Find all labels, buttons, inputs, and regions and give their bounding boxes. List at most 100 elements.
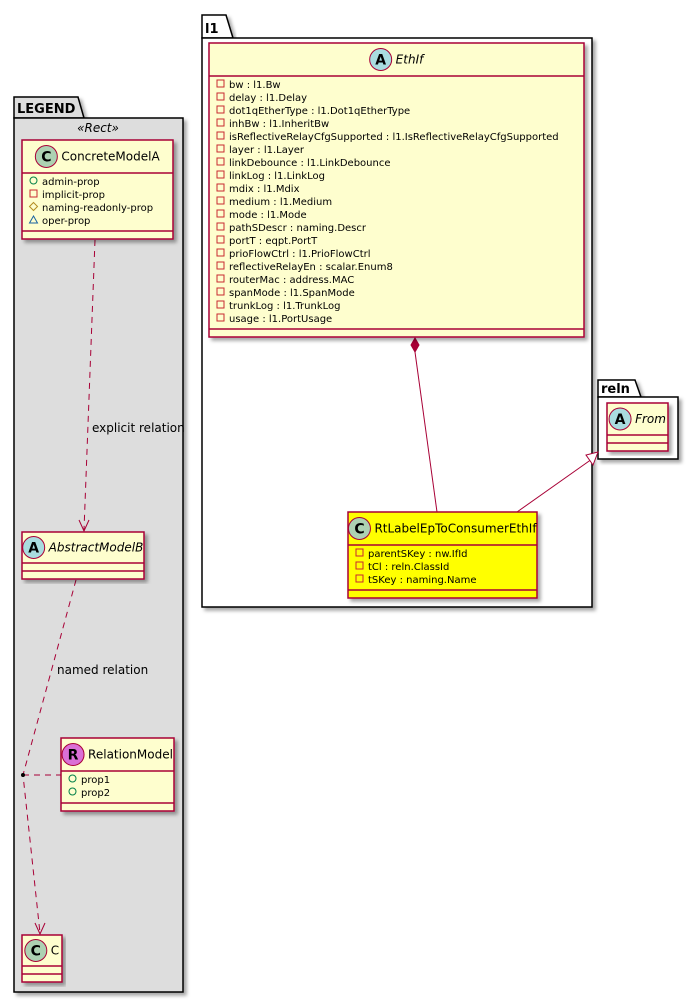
svg-text:C: C <box>354 522 364 538</box>
attribute-row: trunkLog : l1.TrunkLog <box>216 300 340 312</box>
attribute-row: inhBw : l1.InheritBw <box>216 118 329 130</box>
visibility-private-icon <box>216 235 225 244</box>
attribute-text: routerMac : address.MAC <box>229 275 354 286</box>
attribute-row: mdix : l1.Mdix <box>216 183 300 195</box>
attribute-text: pathSDescr : naming.Descr <box>229 223 367 234</box>
visibility-private-icon <box>216 261 225 270</box>
attribute-text: usage : l1.PortUsage <box>229 314 332 325</box>
visibility-private-icon <box>216 144 225 153</box>
attribute-text: layer : l1.Layer <box>229 145 305 156</box>
generalization-edge <box>516 451 599 513</box>
visibility-private-icon <box>355 561 364 570</box>
attribute-text: medium : l1.Medium <box>229 197 332 208</box>
visibility-private-icon <box>216 274 225 283</box>
attribute-row: reflectiveRelayEn : scalar.Enum8 <box>216 261 393 273</box>
class-from[interactable]: A From <box>606 402 669 452</box>
visibility-package-icon <box>28 214 39 224</box>
visibility-private-icon <box>216 105 225 114</box>
class-name: RelationModel <box>88 748 173 762</box>
class-type-c-icon: C <box>24 939 48 962</box>
visibility-private-icon <box>216 222 225 231</box>
visibility-private-icon <box>216 170 225 179</box>
class-name: C <box>51 944 59 958</box>
class-name: From <box>635 412 666 426</box>
visibility-public-icon <box>68 774 77 783</box>
attribute-row: isReflectiveRelayCfgSupported : l1.IsRef… <box>216 131 559 143</box>
class-name: RtLabelEpToConsumerEthIf <box>374 522 537 536</box>
visibility-private-icon <box>216 313 225 322</box>
attribute-row: pathSDescr : naming.Descr <box>216 222 367 234</box>
visibility-private-icon <box>216 300 225 309</box>
svg-text:A: A <box>28 541 39 557</box>
visibility-private-icon <box>216 248 225 257</box>
svg-text:A: A <box>615 412 626 428</box>
attribute-text: mdix : l1.Mdix <box>229 184 300 195</box>
class-type-a-icon: A <box>608 407 632 431</box>
visibility-private-icon <box>216 79 225 88</box>
attribute-row: tCl : reln.ClassId <box>355 561 449 573</box>
attribute-text: reflectiveRelayEn : scalar.Enum8 <box>229 262 393 273</box>
attribute-row: layer : l1.Layer <box>216 144 305 156</box>
visibility-private-icon <box>216 118 225 127</box>
visibility-private-icon <box>216 92 225 101</box>
visibility-private-icon <box>216 183 225 192</box>
class-name: AbstractModelB <box>48 541 144 555</box>
attribute-row: linkDebounce : l1.LinkDebounce <box>216 157 391 169</box>
attribute-row: routerMac : address.MAC <box>216 274 354 286</box>
attribute-text: bw : l1.Bw <box>229 80 281 91</box>
visibility-private-icon <box>216 157 225 166</box>
attribute-text: spanMode : l1.SpanMode <box>229 288 355 299</box>
named-relation-label: named relation <box>57 663 148 677</box>
composition-edge <box>410 336 438 513</box>
class-rtlabel[interactable]: C RtLabelEpToConsumerEthIf parentSKey : nw… <box>347 511 538 599</box>
attribute-row: bw : l1.Bw <box>216 79 281 91</box>
explicit-relation-edge <box>78 239 96 533</box>
visibility-public-icon <box>29 176 38 185</box>
package-name: reln <box>601 382 630 397</box>
edges: explicit relation named relation <box>21 239 599 936</box>
attribute-row: prioFlowCtrl : l1.PrioFlowCtrl <box>216 248 371 260</box>
attribute-text: prop2 <box>81 788 110 799</box>
attribute-text: admin-prop <box>42 177 100 188</box>
package-name: LEGEND <box>17 102 76 117</box>
class-type-r-icon: R <box>61 743 85 766</box>
attribute-row: medium : l1.Medium <box>216 196 332 208</box>
attribute-text: naming-readonly-prop <box>42 203 153 214</box>
visibility-protected-icon <box>28 201 39 212</box>
visibility-private-icon <box>355 548 364 557</box>
attribute-text: parentSKey : nw.IfId <box>368 549 468 560</box>
attribute-row: tSKey : naming.Name <box>355 574 476 586</box>
attribute-text: portT : eqpt.PortT <box>229 236 318 247</box>
attribute-row: usage : l1.PortUsage <box>216 313 332 325</box>
class-type-a-icon: A <box>369 48 393 71</box>
attribute-text: prop1 <box>81 775 110 786</box>
class-type-a-icon: A <box>22 536 46 559</box>
attribute-text: dot1qEtherType : l1.Dot1qEtherType <box>229 106 410 117</box>
class-type-c-icon: C <box>34 145 58 168</box>
attribute-row: parentSKey : nw.IfId <box>355 548 468 560</box>
attribute-text: delay : l1.Delay <box>229 93 307 104</box>
visibility-public-icon <box>68 787 77 796</box>
package-name: l1 <box>205 22 219 37</box>
named-relation-edge <box>21 579 77 936</box>
attribute-row: delay : l1.Delay <box>216 92 307 104</box>
class-type-c-icon: C <box>347 517 371 540</box>
class-name: ConcreteModelA <box>61 150 160 164</box>
explicit-relation-label: explicit relation <box>92 421 185 435</box>
class-abstractb[interactable]: A AbstractModelB <box>21 531 145 580</box>
legend-stereotype: «Rect» <box>77 121 119 135</box>
attribute-text: mode : l1.Mode <box>229 210 307 221</box>
attribute-text: tCl : reln.ClassId <box>368 562 449 573</box>
attribute-row: oper-prop <box>28 214 90 227</box>
attribute-row: linkLog : l1.LinkLog <box>216 170 325 182</box>
svg-text:C: C <box>31 944 41 960</box>
visibility-private-icon <box>216 287 225 296</box>
attribute-row: implicit-prop <box>29 189 105 201</box>
attribute-text: linkLog : l1.LinkLog <box>229 171 325 182</box>
attribute-text: prioFlowCtrl : l1.PrioFlowCtrl <box>229 249 371 260</box>
